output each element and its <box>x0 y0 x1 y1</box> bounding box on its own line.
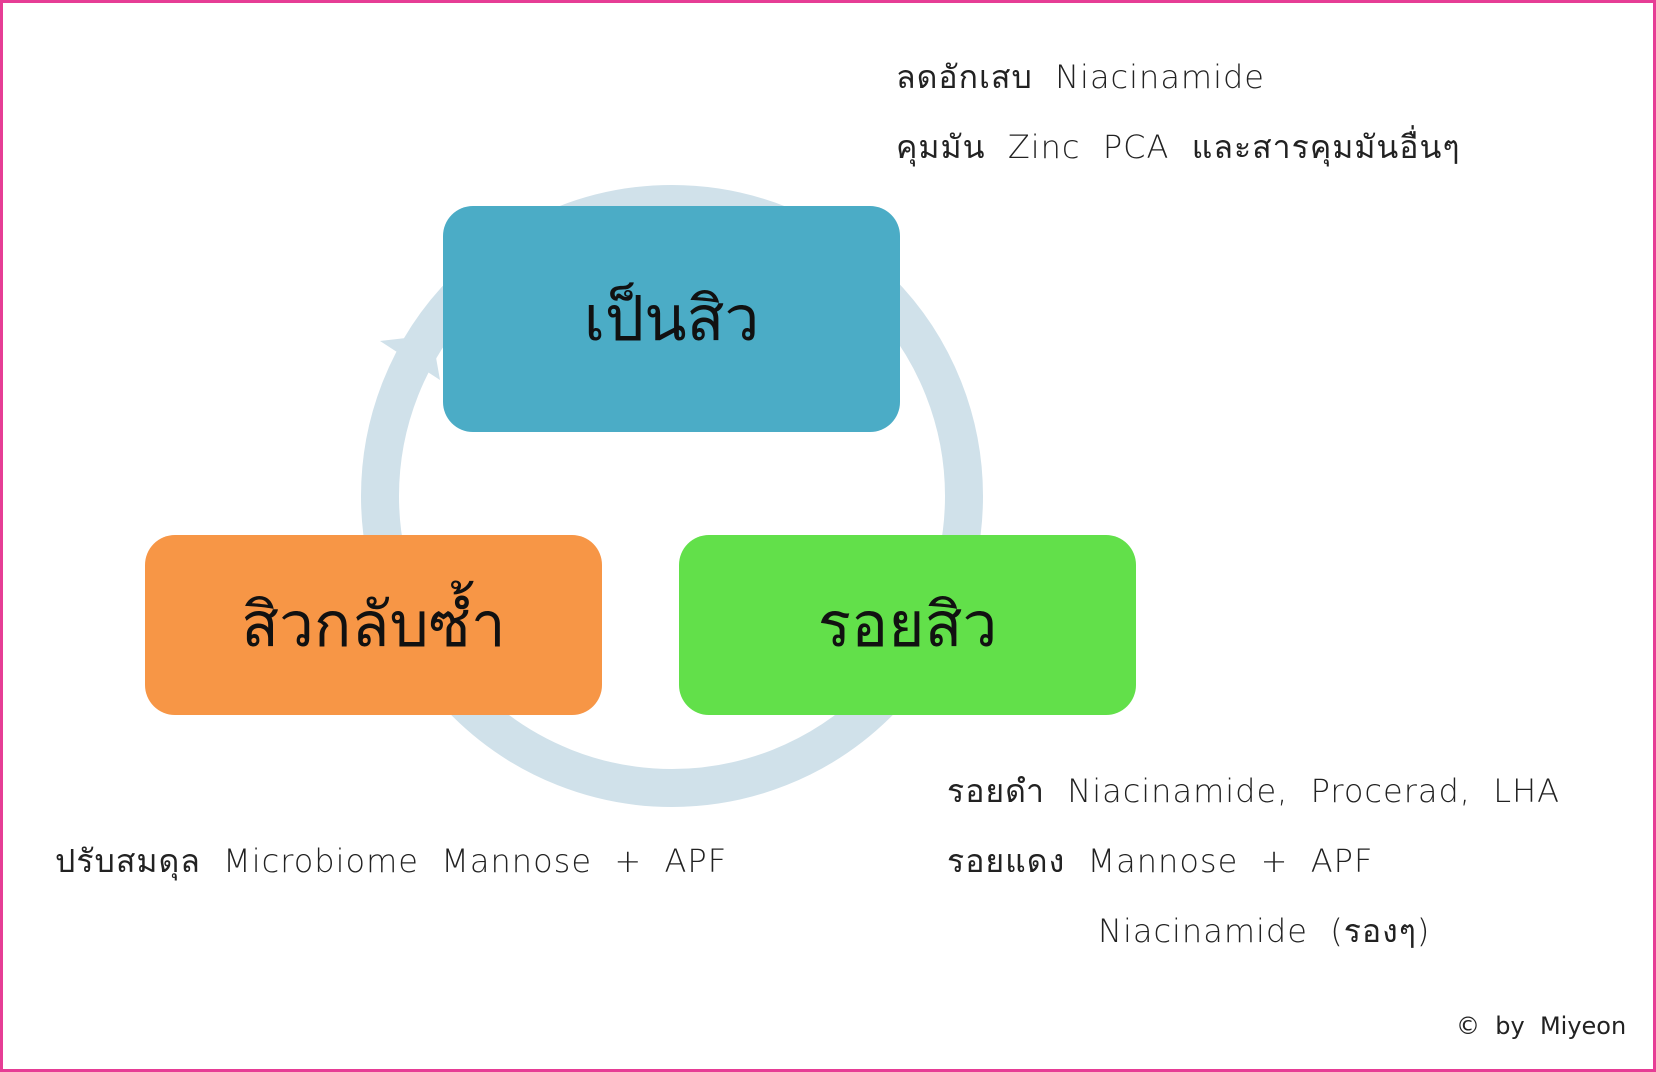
node-acne: เป็นสิว <box>443 206 900 432</box>
cycle-ring <box>361 185 983 807</box>
copyright: © by Miyeon <box>1456 1012 1627 1040</box>
note-right-line-1: รอยดำ Niacinamide, Procerad, LHA <box>947 772 1561 810</box>
note-top-line-1: ลดอักเสบ Niacinamide <box>896 58 1265 96</box>
cycle-arrowhead-icon <box>380 335 440 380</box>
node-recurring-acne-label: สิวกลับซ้ำ <box>241 588 506 661</box>
note-right-line-3: Niacinamide (รองๆ) <box>1098 912 1431 950</box>
node-recurring-acne: สิวกลับซ้ำ <box>145 535 602 715</box>
node-acne-label: เป็นสิว <box>583 282 760 355</box>
node-acne-marks-label: รอยสิว <box>817 588 998 661</box>
node-acne-marks: รอยสิว <box>679 535 1136 715</box>
note-right-line-2: รอยแดง Mannose + APF <box>947 842 1374 880</box>
note-top-line-2: คุมมัน Zinc PCA และสารคุมมันอื่นๆ <box>896 128 1461 166</box>
note-left: ปรับสมดุล Microbiome Mannose + APF <box>55 842 728 880</box>
